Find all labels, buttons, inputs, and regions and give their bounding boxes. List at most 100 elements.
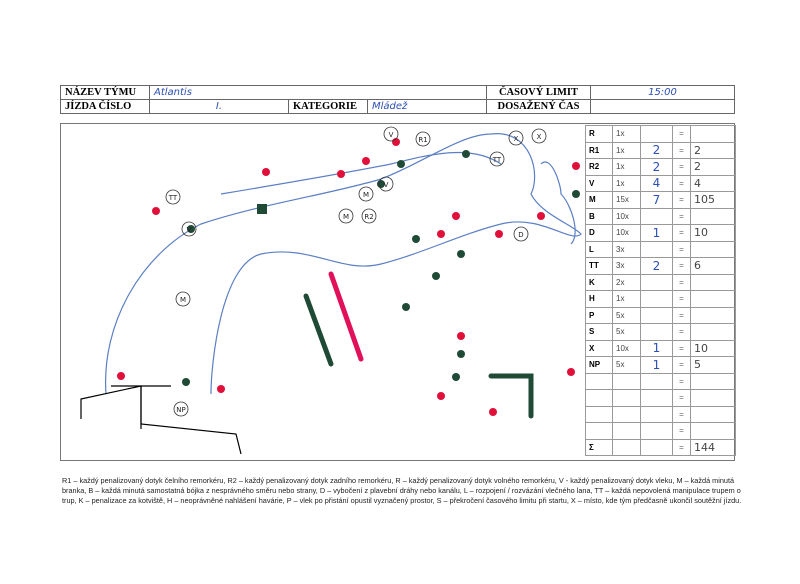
equals-sign: = — [672, 422, 691, 440]
penalty-result[interactable] — [690, 306, 736, 324]
penalty-count[interactable] — [640, 389, 673, 407]
penalty-result[interactable]: 105 — [690, 191, 736, 209]
header-table: NÁZEV TÝMU Atlantis ČASOVÝ LIMIT 15:00 J… — [60, 85, 735, 114]
penalty-count[interactable]: 2 — [640, 141, 673, 159]
penalty-count[interactable] — [640, 207, 673, 225]
penalty-count[interactable]: 7 — [640, 191, 673, 209]
penalty-result[interactable]: 144 — [690, 438, 736, 456]
penalty-count[interactable]: 2 — [640, 158, 673, 176]
penalty-count[interactable] — [640, 240, 673, 258]
penalty-code: TT — [585, 257, 613, 275]
penalty-result[interactable]: 4 — [690, 174, 736, 192]
penalty-count[interactable]: 4 — [640, 174, 673, 192]
equals-sign: = — [672, 356, 691, 374]
map-mark-circle — [175, 291, 191, 307]
multiplier: 1x — [612, 141, 641, 159]
penalty-code: NP — [585, 356, 613, 374]
penalty-code: P — [585, 306, 613, 324]
gates — [303, 271, 534, 419]
penalty-count[interactable] — [640, 422, 673, 440]
penalty-result[interactable] — [690, 389, 736, 407]
penalty-result[interactable] — [690, 207, 736, 225]
penalty-code: M — [585, 191, 613, 209]
penalty-code: R — [585, 125, 613, 143]
penalty-result[interactable] — [690, 240, 736, 258]
penalty-count[interactable] — [640, 438, 673, 456]
penalty-result[interactable]: 5 — [690, 356, 736, 374]
penalty-result[interactable] — [690, 323, 736, 341]
penalty-count[interactable] — [640, 273, 673, 291]
penalty-result[interactable]: 2 — [690, 158, 736, 176]
multiplier: 3x — [612, 257, 641, 275]
penalty-result[interactable] — [690, 405, 736, 423]
equals-sign: = — [672, 174, 691, 192]
penalty-result[interactable] — [690, 422, 736, 440]
penalty-count[interactable]: 1 — [640, 224, 673, 242]
legend-text: R1 – každý penalizovaný dotyk čelního re… — [62, 476, 742, 505]
penalty-count[interactable]: 2 — [640, 257, 673, 275]
score-row: = — [585, 372, 736, 390]
penalty-count[interactable] — [640, 323, 673, 341]
penalty-count[interactable]: 1 — [640, 339, 673, 357]
map-mark-circle — [173, 401, 189, 417]
equals-sign: = — [672, 257, 691, 275]
equals-sign: = — [672, 224, 691, 242]
penalty-result[interactable] — [690, 273, 736, 291]
penalty-count[interactable] — [640, 125, 673, 143]
multiplier: 10x — [612, 224, 641, 242]
penalty-code: D — [585, 224, 613, 242]
penalty-result[interactable] — [690, 290, 736, 308]
penalty-count[interactable] — [640, 405, 673, 423]
time-limit-value[interactable]: 15:00 — [590, 85, 735, 100]
equals-sign: = — [672, 125, 691, 143]
penalty-result[interactable]: 10 — [690, 224, 736, 242]
category-value[interactable]: Mládež — [367, 99, 487, 114]
equals-sign: = — [672, 240, 691, 258]
dock — [80, 385, 242, 455]
multiplier: 5x — [612, 356, 641, 374]
green-buoys — [182, 150, 580, 386]
equals-sign: = — [672, 323, 691, 341]
equals-sign: = — [672, 405, 691, 423]
map-mark-label: X — [514, 135, 519, 143]
equals-sign: = — [672, 207, 691, 225]
penalty-result[interactable]: 6 — [690, 257, 736, 275]
time-limit-label: ČASOVÝ LIMIT — [486, 85, 591, 100]
multiplier — [612, 438, 641, 456]
map-mark-circle — [508, 130, 524, 146]
equals-sign: = — [672, 141, 691, 159]
multiplier — [612, 389, 641, 407]
achieved-time-label: DOSAŽENÝ ČAS — [486, 99, 591, 114]
team-label: NÁZEV TÝMU — [60, 85, 150, 100]
red-buoys — [117, 138, 580, 416]
achieved-time-value[interactable] — [590, 99, 735, 114]
multiplier: 5x — [612, 306, 641, 324]
penalty-result[interactable]: 10 — [690, 339, 736, 357]
penalty-result[interactable] — [690, 372, 736, 390]
equals-sign: = — [672, 339, 691, 357]
penalty-count[interactable] — [640, 290, 673, 308]
equals-sign: = — [672, 273, 691, 291]
map-mark-circle — [361, 208, 377, 224]
penalty-count[interactable]: 1 — [640, 356, 673, 374]
map-mark-circle — [383, 126, 399, 142]
team-value[interactable]: Atlantis — [149, 85, 487, 100]
multiplier: 15x — [612, 191, 641, 209]
ride-label: JÍZDA ČÍSLO — [60, 99, 150, 114]
map-mark-label: M — [180, 296, 186, 304]
penalty-result[interactable] — [690, 125, 736, 143]
penalty-count[interactable] — [640, 372, 673, 390]
penalty-result[interactable]: 2 — [690, 141, 736, 159]
ride-value[interactable]: I. — [149, 99, 289, 114]
penalty-count[interactable] — [640, 306, 673, 324]
